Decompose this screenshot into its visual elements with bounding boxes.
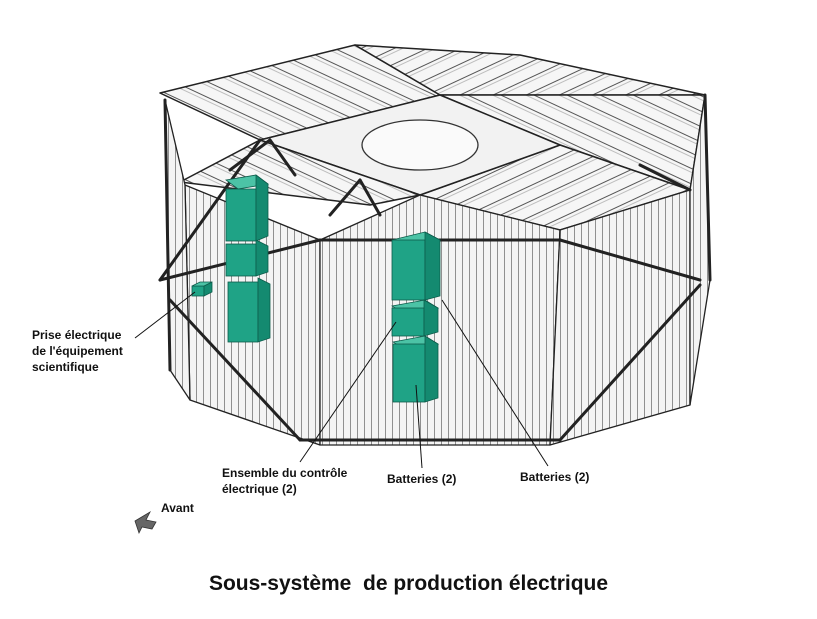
top-hatch — [361, 119, 479, 171]
leader-control-unit — [299, 321, 397, 463]
control-unit-box — [391, 307, 425, 337]
front-battery-stack — [390, 231, 442, 403]
top-deck — [159, 44, 706, 231]
left-box-top-front — [225, 188, 257, 242]
leader-science-outlet — [134, 291, 196, 339]
science-outlet-box — [191, 281, 213, 297]
left-battery-stack — [225, 174, 271, 343]
components — [191, 174, 442, 403]
label-science-power-outlet: Prise électrique de l'équipement scienti… — [32, 328, 123, 374]
label-batteries-left: Batteries (2) — [387, 472, 457, 486]
wall-front — [319, 194, 561, 446]
front-arrow-icon — [134, 510, 157, 535]
left-box-middle — [225, 243, 257, 277]
leader-lines — [134, 291, 549, 469]
struts — [158, 93, 712, 442]
label-power-control-unit: Ensemble du contrôle électrique (2) — [222, 466, 348, 496]
leader-batteries-right — [441, 299, 549, 467]
label-front: Avant — [161, 501, 194, 515]
label-batteries-right: Batteries (2) — [520, 470, 590, 484]
spacecraft-diagram — [134, 44, 712, 535]
left-box-bottom — [227, 281, 259, 343]
diagram-title: Sous-système de production électrique — [208, 572, 609, 595]
leader-batteries-left — [415, 384, 423, 469]
